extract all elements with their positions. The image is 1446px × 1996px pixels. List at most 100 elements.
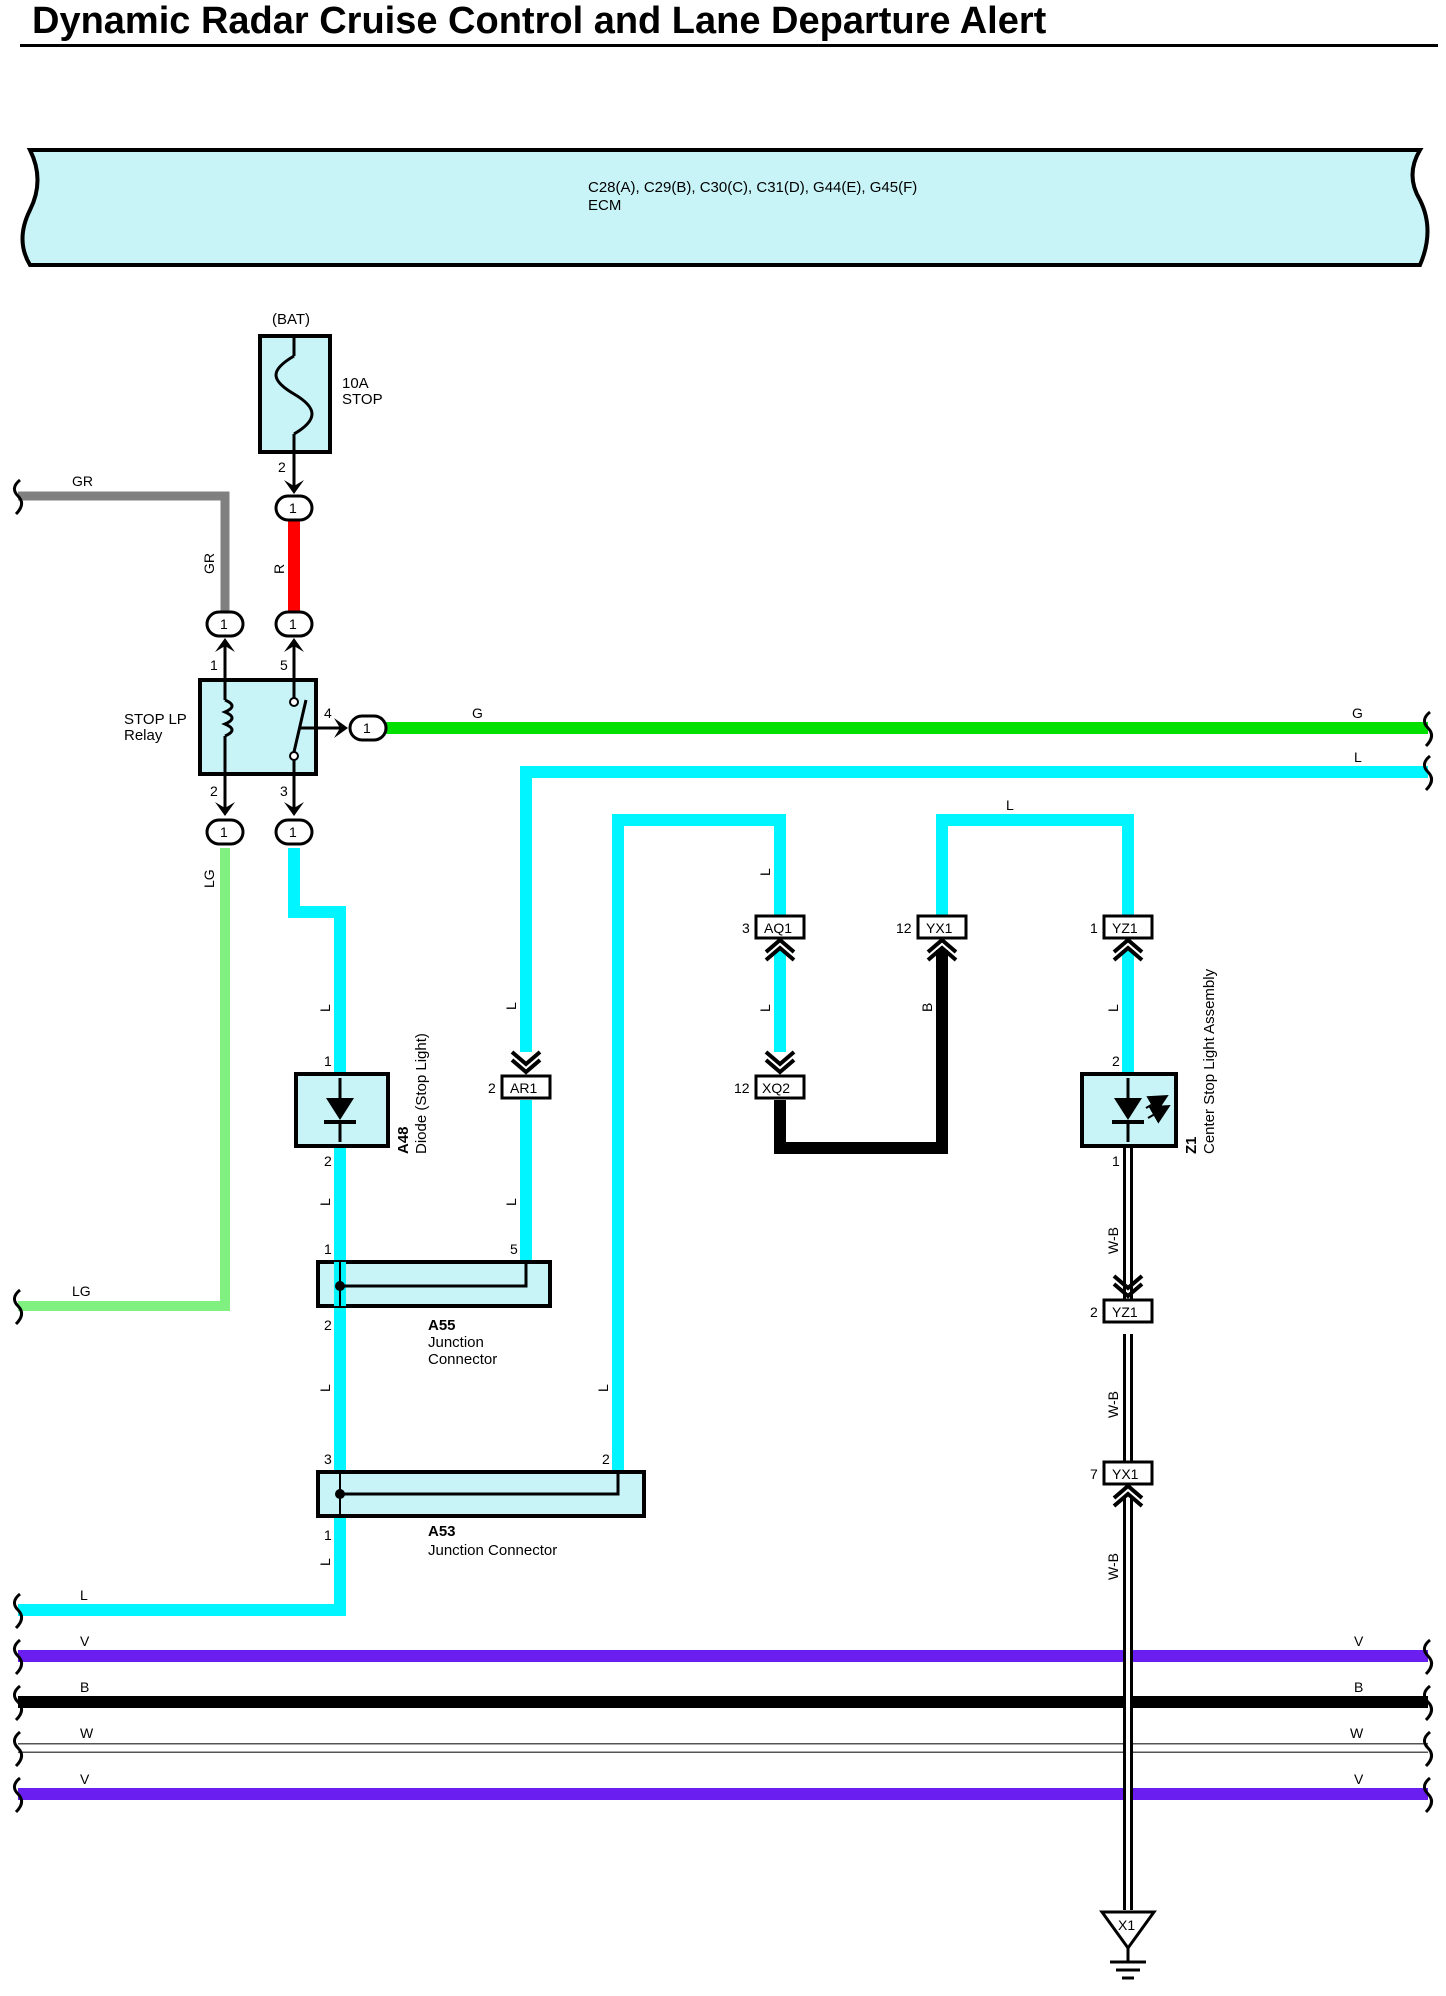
label-b-left: B [80,1679,89,1695]
label-gr-v: GR [201,553,217,574]
label-l-bottom: L [80,1587,88,1603]
connector-yx1-lower: YX1 7 [1090,1460,1154,1508]
svg-text:1: 1 [220,824,228,840]
a53-code: A53 [428,1523,456,1540]
z1-name: Center Stop Light Assembly [1201,968,1218,1154]
diode-pin-bottom: 2 [324,1153,332,1169]
label-v-1-right: V [1354,1633,1364,1649]
connector-yz1-top: YZ1 1 [1090,914,1154,962]
ecm-block: C28(A), C29(B), C30(C), C31(D), G44(E), … [20,148,1430,267]
label-r: R [271,564,287,574]
svg-text:AR1: AR1 [510,1080,537,1096]
yx1-top-pin: 12 [896,920,912,936]
fuse-10a-stop: (BAT) 10A STOP 2 [258,311,383,494]
junction-connector-a53: 3 2 1 A53 Junction Connector [316,1451,646,1559]
relay-pin-3: 3 [280,783,288,799]
label-b-yx1: B [919,1003,935,1012]
svg-text:YZ1: YZ1 [1112,1304,1138,1320]
wire-gr [18,491,230,612]
label-wb-2: W-B [1105,1391,1121,1418]
diode-pin-top: 1 [324,1053,332,1069]
label-g-right: G [1352,705,1363,721]
svg-text:1: 1 [220,616,228,632]
fuse-source-label: (BAT) [272,311,310,328]
svg-text:XQ2: XQ2 [762,1080,790,1096]
wire-l-main [18,848,346,1616]
label-l-diode-top: L [317,1004,333,1012]
diode-name: Diode (Stop Light) [413,1033,430,1154]
diode-a48: 1 2 A48 Diode (Stop Light) [294,1033,430,1169]
label-l-a53-bottom: L [317,1558,333,1566]
a55-name-line1: Junction [428,1334,484,1351]
label-gr-h: GR [72,473,93,489]
svg-text:AQ1: AQ1 [764,920,792,936]
connector-ar1: AR1 2 [488,1050,552,1100]
wire-l-yx1-yz1 [936,814,1134,916]
a55-pin-1: 1 [324,1241,332,1257]
a53-pin-3: 3 [324,1451,332,1467]
label-l-aq1-top: L [757,868,773,876]
stop-lp-relay: 1 5 2 3 4 STOP LP Relay [124,638,348,816]
svg-text:1: 1 [289,616,297,632]
wire-labels: GR GR R G G L L LG LG L L L L L L L L L … [72,473,1364,1787]
center-stop-light-z1: 2 1 Z1 Center Stop Light Assembly [1080,968,1218,1169]
relay-pin-2: 2 [210,783,218,799]
z1-pin-bottom: 1 [1112,1153,1120,1169]
label-l-aq1-xq2: L [757,1004,773,1012]
title-rule [20,44,1438,47]
relay-pin-5: 5 [280,657,288,673]
label-l-yx1-yz1: L [1006,797,1014,813]
fuse-rating-label: 10A [342,375,369,392]
label-v-1-left: V [80,1633,90,1649]
wire-l-top [520,766,1428,1052]
ecm-name-label: ECM [588,197,621,214]
relay-name-line2: Relay [124,727,163,744]
wire-breaks [13,478,1433,1814]
aq1-pin: 3 [742,920,750,936]
diode-code: A48 [395,1126,412,1154]
label-l-a55-a53: L [317,1384,333,1392]
wire-lg [18,848,230,1311]
wire-l-loop [612,814,786,1472]
page-title: Dynamic Radar Cruise Control and Lane De… [32,0,1047,42]
fuse-pin-label: 2 [278,459,286,475]
label-wb-3: W-B [1105,1553,1121,1580]
label-lg-h: LG [72,1283,91,1299]
ecm-connectors-label: C28(A), C29(B), C30(C), C31(D), G44(E), … [588,179,917,196]
svg-text:1: 1 [289,500,297,516]
label-l-loop: L [595,1384,611,1392]
connector-yz1-lower: YZ1 2 [1090,1274,1154,1324]
label-l-z1: L [1105,1004,1121,1012]
a55-pin-2: 2 [324,1317,332,1333]
label-w-right: W [1350,1725,1364,1741]
junction-connector-a55: 1 5 2 A55 Junction Connector [316,1241,552,1368]
a55-name-line2: Connector [428,1351,497,1368]
label-v-2-left: V [80,1771,90,1787]
a53-pin-2: 2 [602,1451,610,1467]
relay-name-line1: STOP LP [124,711,187,728]
connector-yx1-top: YX1 12 [896,914,968,962]
relay-pin-4: 4 [324,705,332,721]
label-l-diode-bottom: L [317,1198,333,1206]
svg-text:YZ1: YZ1 [1112,920,1138,936]
label-l-ar1-bottom: L [503,1198,519,1206]
z1-code: Z1 [1183,1136,1200,1154]
connector-aq1: AQ1 3 [742,914,806,962]
yz1-top-pin: 1 [1090,920,1098,936]
svg-text:X1: X1 [1118,1917,1135,1933]
label-w-left: W [80,1725,94,1741]
svg-text:1: 1 [363,720,371,736]
svg-text:YX1: YX1 [1112,1466,1139,1482]
label-g-left: G [472,705,483,721]
z1-pin-top: 2 [1112,1053,1120,1069]
a53-pin-1: 1 [324,1527,332,1543]
fuse-name-label: STOP [342,391,383,408]
ar1-pin: 2 [488,1080,496,1096]
inline-connector-relay-4: 1 [348,714,388,742]
label-v-2-right: V [1354,1771,1364,1787]
ground-x1: X1 [1099,1910,1157,1980]
yx1-lower-pin: 7 [1090,1466,1098,1482]
yz1-lower-pin: 2 [1090,1304,1098,1320]
label-wb-1: W-B [1105,1227,1121,1254]
